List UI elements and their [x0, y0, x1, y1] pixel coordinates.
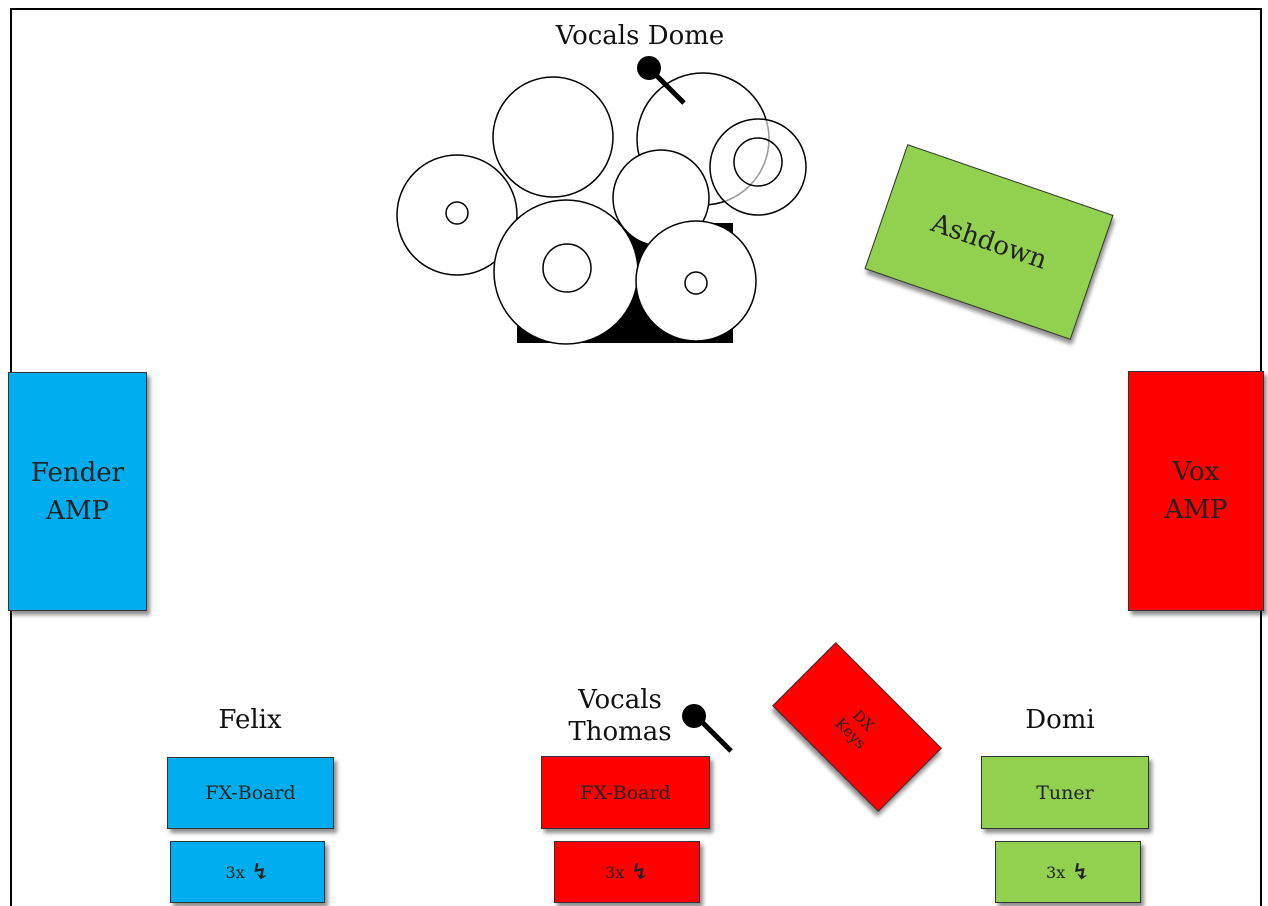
domi-name: Domi: [1025, 705, 1095, 735]
lightning-icon: ↯: [1071, 859, 1090, 885]
domi-board-label: Tuner: [1036, 781, 1094, 804]
thomas-power: 3x↯: [554, 841, 700, 903]
kick-drum-center: [542, 243, 592, 293]
keys-label: DX Keys: [831, 706, 878, 753]
felix-board-label: FX-Board: [205, 782, 296, 804]
thomas-name: Vocals Thomas: [568, 685, 672, 747]
ashdown-label: Ashdown: [927, 208, 1051, 276]
floor-tom-center: [684, 271, 708, 295]
vox-label: Vox AMP: [1164, 457, 1228, 525]
domi-power-label: 3x: [1046, 862, 1066, 882]
thomas-power-label: 3x: [605, 862, 625, 882]
domi-power: 3x↯: [995, 841, 1141, 903]
tom-left: [492, 76, 614, 198]
drum-mic-icon: [637, 56, 686, 105]
felix-power: 3x↯: [170, 841, 325, 903]
fender-label: Fender AMP: [30, 457, 125, 526]
fender-amp: Fender AMP: [8, 372, 147, 611]
hihat: [709, 118, 807, 216]
thomas-board-label: FX-Board: [580, 781, 671, 804]
thomas-fx-board: FX-Board: [541, 756, 710, 829]
lightning-icon: ↯: [630, 859, 649, 885]
lightning-icon: ↯: [250, 859, 270, 885]
felix-power-label: 3x: [225, 862, 245, 882]
vox-amp: Vox AMP: [1128, 371, 1264, 611]
cymbal-left-bell: [445, 201, 469, 225]
domi-tuner: Tuner: [981, 756, 1149, 829]
drums-label: Vocals Dome: [555, 21, 725, 51]
felix-fx-board: FX-Board: [167, 757, 334, 829]
thomas-mic-icon: [682, 704, 733, 753]
felix-name: Felix: [218, 705, 282, 735]
hihat-bell: [733, 137, 783, 187]
